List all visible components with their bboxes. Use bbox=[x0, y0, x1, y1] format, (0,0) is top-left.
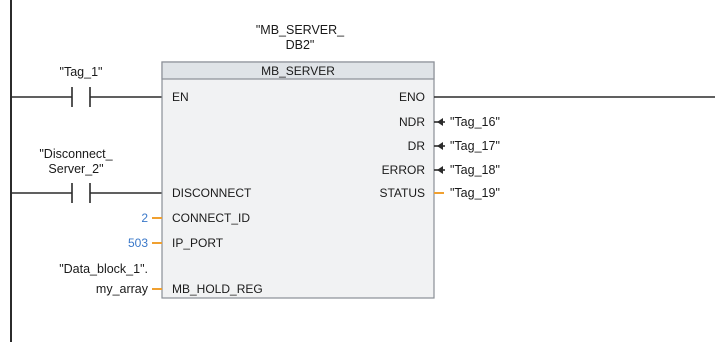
pin-connect-id: CONNECT_ID bbox=[172, 211, 250, 225]
pin-eno: ENO bbox=[399, 90, 425, 104]
pin-error: ERROR bbox=[382, 163, 426, 177]
block-header bbox=[161, 61, 435, 80]
contact-disconnect-label-line1: "Disconnect_ bbox=[39, 147, 113, 161]
output-tag-ndr[interactable]: "Tag_16" bbox=[450, 115, 500, 129]
output-tag-error[interactable]: "Tag_18" bbox=[450, 163, 500, 177]
dr-assign-arrow bbox=[434, 142, 445, 150]
ndr-assign-arrow bbox=[434, 118, 445, 126]
instance-db-label-line1: "MB_SERVER_ bbox=[256, 23, 345, 37]
pin-disconnect: DISCONNECT bbox=[172, 186, 252, 200]
param-ip-port-value[interactable]: 503 bbox=[128, 236, 148, 250]
param-hold-reg-line1[interactable]: "Data_block_1". bbox=[59, 262, 148, 276]
contact-disconnect-server-2[interactable] bbox=[71, 183, 91, 203]
error-assign-arrow bbox=[434, 166, 445, 174]
pin-en: EN bbox=[172, 90, 189, 104]
output-tag-dr[interactable]: "Tag_17" bbox=[450, 139, 500, 153]
pin-dr: DR bbox=[408, 139, 426, 153]
param-hold-reg-line2[interactable]: my_array bbox=[96, 282, 149, 296]
contact-disconnect-label-line2: Server_2" bbox=[48, 162, 103, 176]
pin-ndr: NDR bbox=[399, 115, 425, 129]
pin-mb-hold-reg: MB_HOLD_REG bbox=[172, 282, 263, 296]
pin-ip-port: IP_PORT bbox=[172, 236, 224, 250]
output-tag-status[interactable]: "Tag_19" bbox=[450, 186, 500, 200]
param-connect-id-value[interactable]: 2 bbox=[141, 211, 148, 225]
contact-tag-1[interactable] bbox=[71, 87, 91, 107]
contact-tag-1-label: "Tag_1" bbox=[60, 65, 103, 79]
pin-status: STATUS bbox=[379, 186, 425, 200]
mb-server-block[interactable]: MB_SERVER bbox=[161, 61, 435, 299]
instance-db-label-line2: DB2" bbox=[286, 38, 315, 52]
block-title: MB_SERVER bbox=[261, 64, 335, 78]
